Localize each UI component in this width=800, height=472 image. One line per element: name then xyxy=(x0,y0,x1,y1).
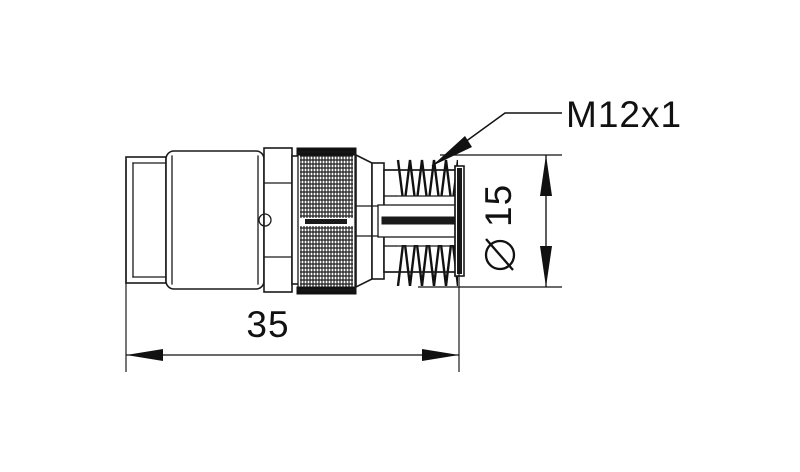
dimension-length-35: 35 xyxy=(126,304,459,361)
center-contact-pin xyxy=(377,204,459,238)
connector-assembly xyxy=(125,147,465,295)
flange-with-hole xyxy=(258,147,293,293)
diameter-symbol-icon xyxy=(484,238,516,271)
pin-bar xyxy=(381,216,455,225)
leader-arrow-icon xyxy=(432,136,472,166)
connector-body xyxy=(165,150,265,290)
flange-hole-icon xyxy=(258,213,272,227)
dimension-diameter-15: 15 xyxy=(478,155,552,287)
dimension-length-label: 35 xyxy=(246,304,289,345)
dimension-diameter-label: 15 xyxy=(478,184,519,227)
length-extension-lines xyxy=(125,160,460,372)
arrow-down-icon xyxy=(540,246,552,287)
callout-thread-m12: M12x1 xyxy=(431,94,682,167)
knurled-coupling-nut xyxy=(296,147,357,295)
arrow-up-icon xyxy=(540,155,552,196)
arrow-right-icon xyxy=(422,349,459,361)
diameter-extension-lines xyxy=(418,154,562,288)
cable-gland-end xyxy=(125,156,167,284)
diameter-label-group: 15 xyxy=(478,184,519,271)
thread-spec-label: M12x1 xyxy=(566,94,682,135)
arrow-left-icon xyxy=(126,349,163,361)
knurl-texture xyxy=(300,152,353,290)
